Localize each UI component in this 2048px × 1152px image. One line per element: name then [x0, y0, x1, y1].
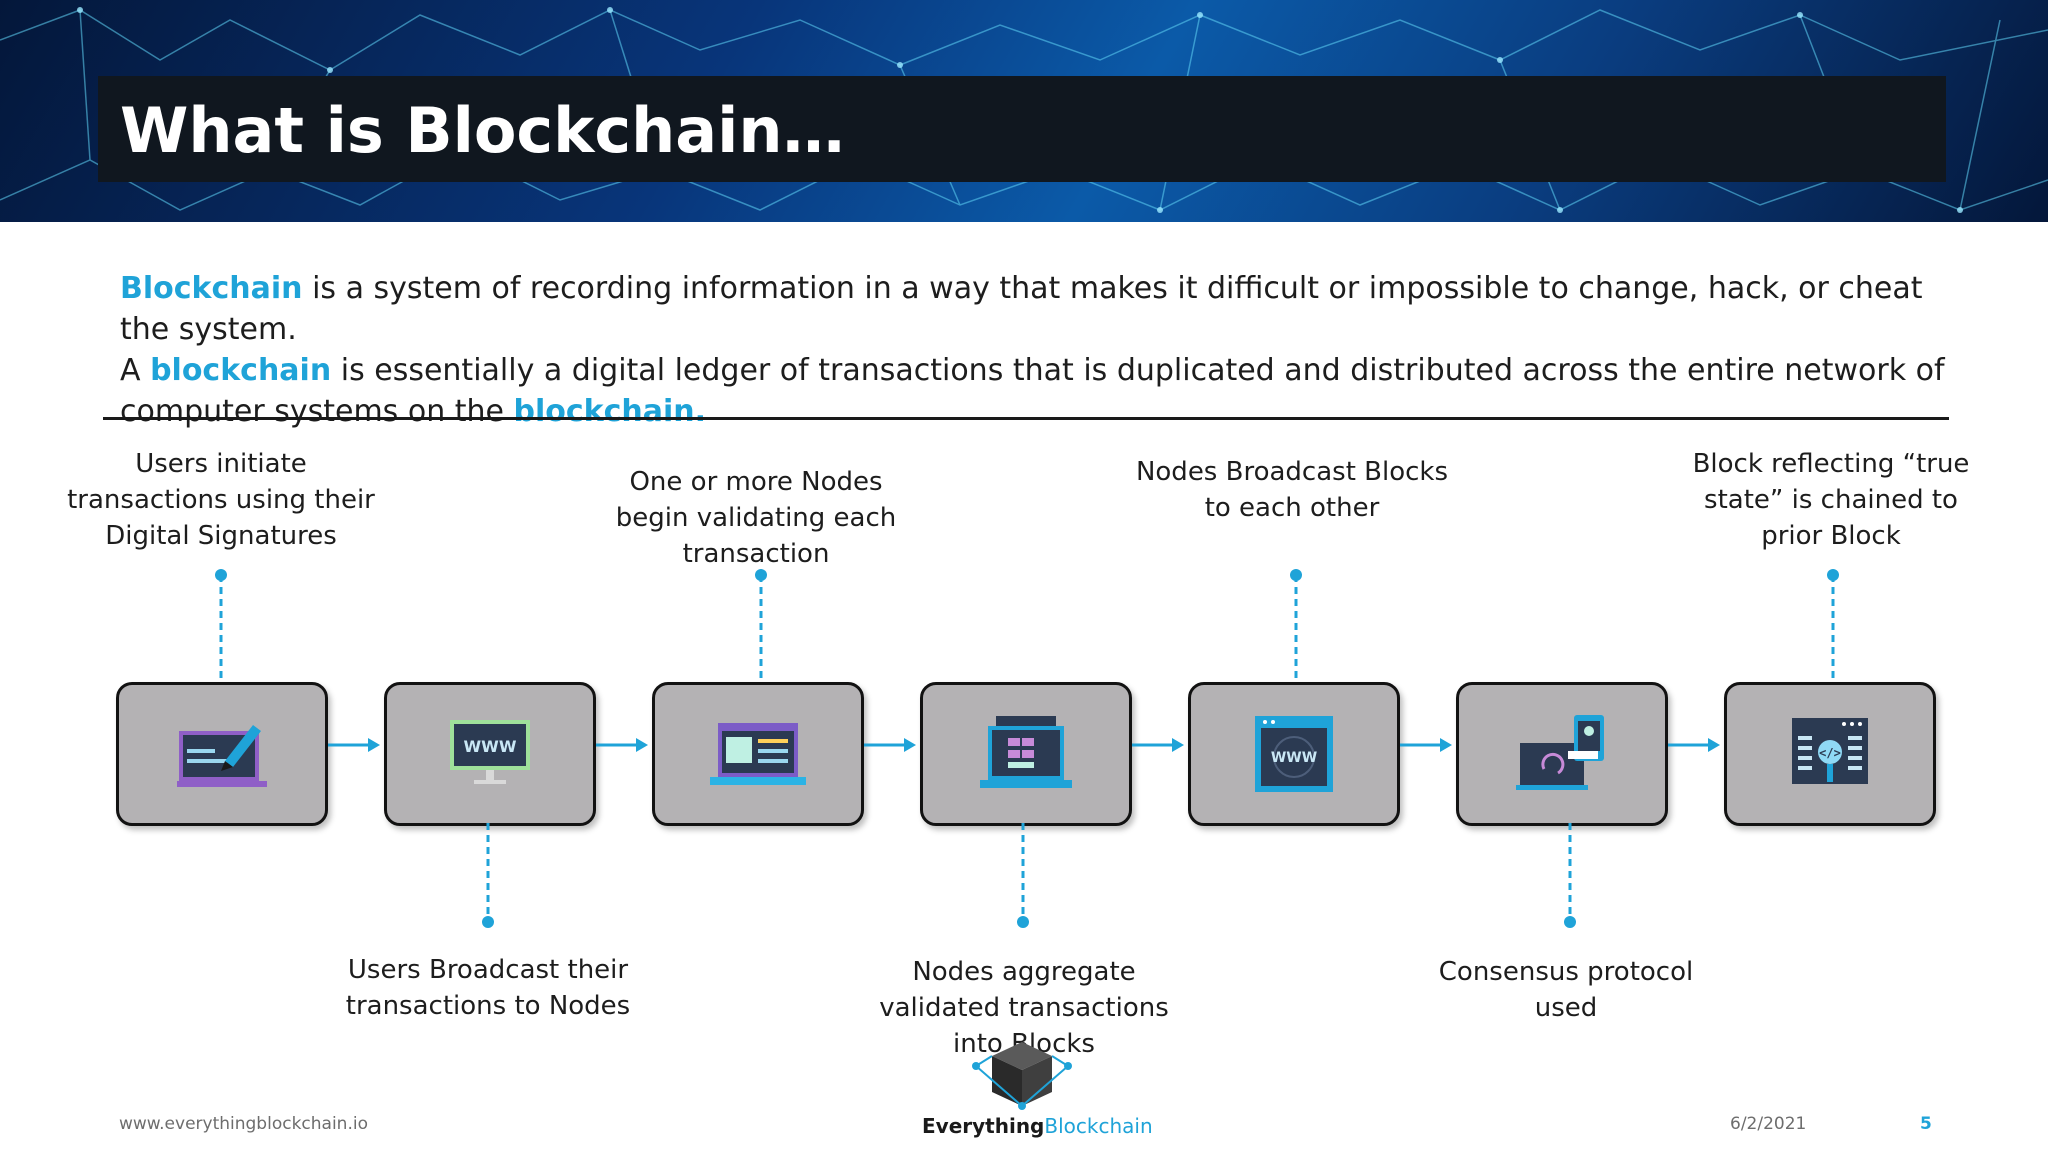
step-box-4: [920, 682, 1132, 826]
step-label-1: Users initiate transactions using their …: [67, 449, 375, 551]
flow-arrow: [1400, 738, 1452, 752]
step-label-6: Consensus protocol used: [1438, 957, 1694, 1023]
dotted-connector: [215, 569, 227, 682]
logo-word-everything: Everything: [922, 1114, 1045, 1138]
svg-text:WWW: WWW: [1271, 750, 1317, 766]
intro-period: .: [694, 394, 707, 429]
svg-text:</>: </>: [1819, 746, 1841, 760]
laptop-dashboard-icon: [710, 723, 806, 785]
intro-text: is a system of recording information in …: [120, 271, 1923, 347]
page-number: 5: [1920, 1114, 1932, 1134]
flow-arrow: [1668, 738, 1720, 752]
keyword-highlight: Blockchain: [120, 271, 303, 306]
footer-url: www.everythingblockchain.io: [119, 1114, 368, 1134]
step-box-7: </>: [1724, 682, 1936, 826]
code-window-icon: </>: [1792, 718, 1868, 784]
keyword-highlight: blockchain: [150, 353, 332, 388]
keyword-highlight: blockchain: [513, 394, 695, 429]
laptop-blocks-icon: [980, 716, 1072, 788]
intro-text: is essentially a digital ledger of trans…: [120, 353, 1945, 429]
step-box-1: [116, 682, 328, 826]
intro-paragraph: Blockchain is a system of recording info…: [120, 268, 1950, 432]
intro-text: A: [120, 353, 151, 388]
step-box-3: [652, 682, 864, 826]
svg-text:WWW: WWW: [464, 737, 517, 756]
step-box-2: WWW: [384, 682, 596, 826]
step-label-3: One or more Nodes begin validating each …: [615, 467, 897, 569]
logo-word-blockchain: Blockchain: [1044, 1114, 1153, 1138]
logo-wordmark: EverythingBlockchain: [922, 1114, 1153, 1138]
dotted-connector: [1827, 569, 1839, 682]
divider-line: [103, 417, 1949, 420]
step-box-6: [1456, 682, 1668, 826]
company-logo: EverythingBlockchain: [922, 1036, 1153, 1146]
dotted-connector: [755, 569, 767, 682]
step-box-5: WWW: [1188, 682, 1400, 826]
step-label-2: Users Broadcast their transactions to No…: [345, 955, 631, 1021]
digital-signature-icon: [177, 725, 267, 787]
step-label-7: Block reflecting “true state” is chained…: [1692, 449, 1970, 551]
cube-logo-icon: [972, 1042, 1072, 1110]
slide-title: What is Blockchain…: [120, 94, 845, 167]
dotted-connector: [1017, 823, 1029, 928]
flow-arrow: [328, 738, 380, 752]
title-bar: What is Blockchain…: [98, 76, 1946, 182]
www-globe-icon: WWW: [1255, 716, 1333, 792]
dotted-connector: [482, 823, 494, 928]
sync-devices-icon: [1516, 715, 1604, 790]
dotted-connector: [1564, 823, 1576, 928]
dotted-connector: [1290, 569, 1302, 682]
www-monitor-icon: WWW: [450, 720, 530, 784]
flow-arrow: [596, 738, 648, 752]
header-banner: What is Blockchain…: [0, 0, 2048, 222]
flow-arrow: [1132, 738, 1184, 752]
step-label-5: Nodes Broadcast Blocks to each other: [1135, 457, 1449, 523]
footer-date: 6/2/2021: [1730, 1114, 1807, 1134]
flow-arrow: [864, 738, 916, 752]
